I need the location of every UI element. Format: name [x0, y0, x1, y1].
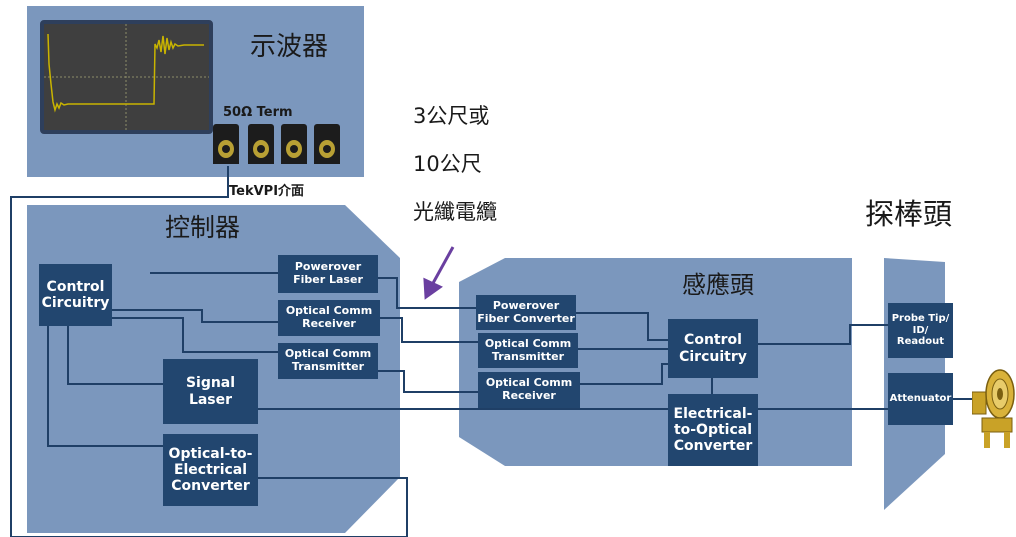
wire-ctrl-laser [67, 326, 163, 385]
tekvpi-interface-label: TekVPI介面 [229, 184, 305, 199]
probe-tip-readout: Probe Tip/ ID/ Readout [888, 303, 953, 358]
controller-control-circuitry: Control Circuitry [39, 264, 112, 326]
probe-tip-connector-icon [972, 369, 1015, 448]
wire-ocrx-sctrl [580, 363, 668, 385]
wire-octx-ocrx [378, 370, 478, 393]
input-connector-1 [213, 124, 239, 164]
cable-length-line-2: 10公尺 [413, 152, 482, 176]
wire-scope-link [10, 166, 408, 537]
oscilloscope-screen [40, 20, 213, 134]
cable-arrow [423, 246, 455, 300]
attenuator: Attenuator [888, 373, 953, 425]
wire-ctrl-octx [112, 317, 278, 353]
input-connector-4 [314, 124, 340, 164]
oscilloscope-title: 示波器 [250, 32, 329, 62]
sensor-control-circuitry: Control Circuitry [668, 319, 758, 378]
sensor-optical-comm-transmitter: Optical Comm Transmitter [478, 333, 578, 368]
wire-pofc-sctrl [576, 312, 668, 341]
input-connector-3 [281, 124, 307, 164]
wire-sctrl-probetip [758, 324, 888, 345]
controller-optical-comm-receiver: Optical Comm Receiver [278, 300, 380, 336]
termination-label: 50Ω Term [223, 105, 293, 120]
input-connector-2 [248, 124, 274, 164]
power-over-fiber-laser: Powerover Fiber Laser [278, 255, 378, 293]
sensor-optical-comm-receiver: Optical Comm Receiver [478, 372, 580, 408]
wire-pofl-pofc [378, 277, 476, 309]
optical-to-electrical-converter: Optical-to- Electrical Converter [163, 434, 258, 506]
wire-ocrx-octx [380, 317, 478, 343]
electrical-to-optical-converter: Electrical- to-Optical Converter [668, 394, 758, 466]
controller-optical-comm-transmitter: Optical Comm Transmitter [278, 343, 378, 379]
waveform-display [44, 24, 209, 130]
power-over-fiber-converter: Powerover Fiber Converter [476, 295, 576, 330]
waveform-trace [47, 33, 204, 113]
wire-ctrl-oe [47, 326, 163, 447]
wire-ctrl-ocrx [112, 309, 278, 323]
cable-length-line-1: 3公尺或 [413, 104, 490, 128]
sensor-head-title: 感應頭 [682, 271, 754, 299]
signal-laser: Signal Laser [163, 359, 258, 424]
probe-head-title: 探棒頭 [865, 197, 953, 231]
controller-title: 控制器 [165, 213, 241, 242]
cable-type-label: 光纖電纜 [413, 200, 497, 224]
